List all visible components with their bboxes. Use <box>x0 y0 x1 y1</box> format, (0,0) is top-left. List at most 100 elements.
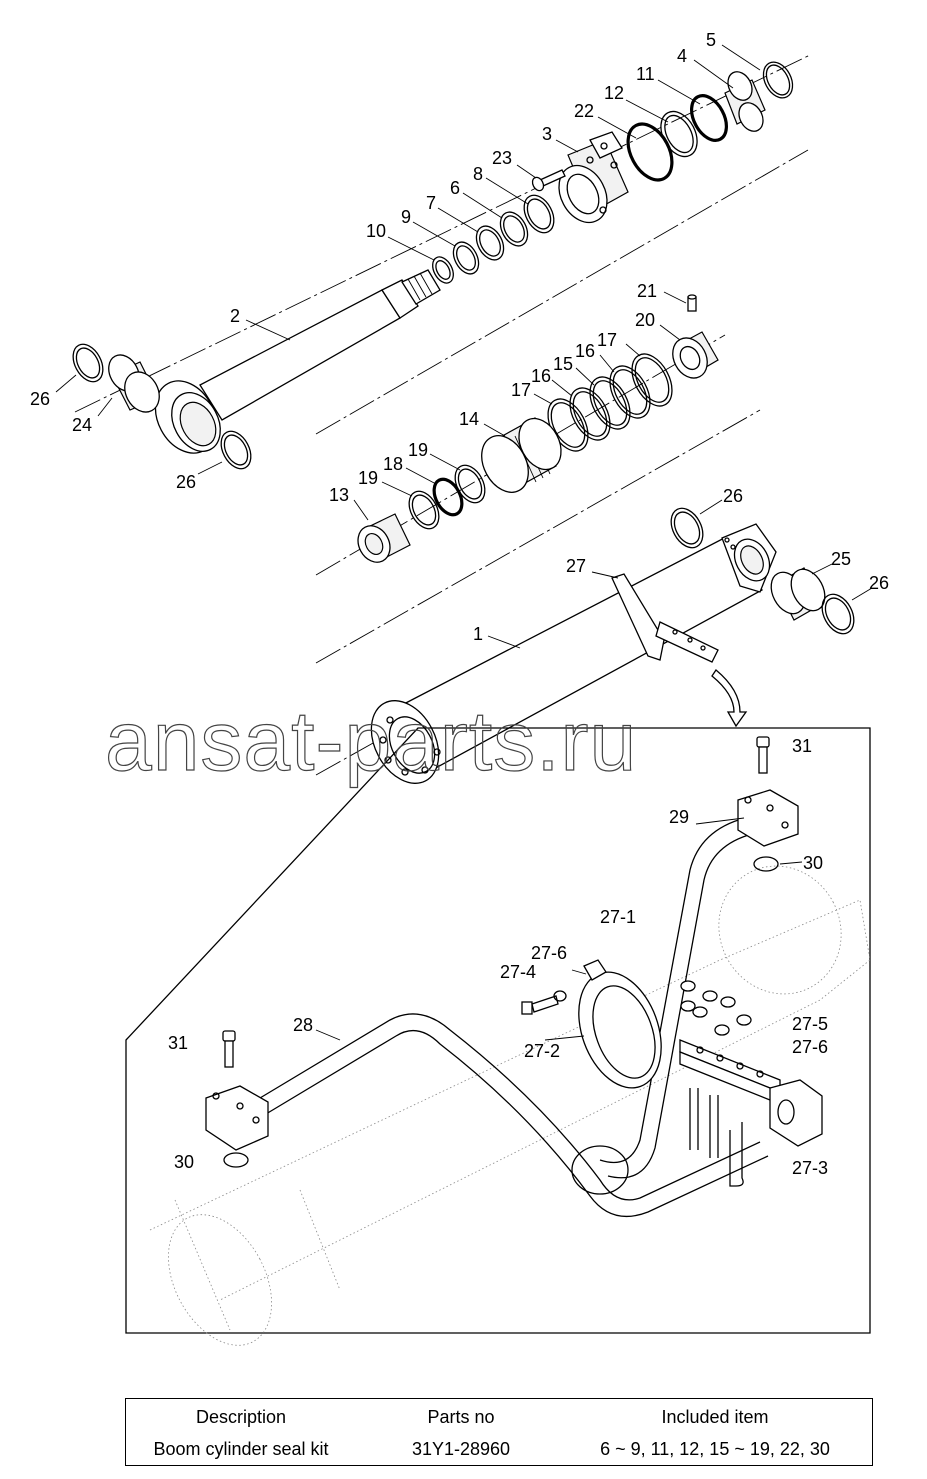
part-13-cushion-ring <box>357 513 411 563</box>
seal-kit-table: Description Parts no Included item Boom … <box>125 1398 873 1466</box>
part-30-oring-top <box>753 856 779 872</box>
part-9-ring <box>452 241 480 275</box>
callout-22: 22 <box>574 101 594 121</box>
callout-labels: 5 4 11 12 22 3 23 8 6 7 9 10 2 26 24 26 … <box>30 30 889 1178</box>
callout-20: 20 <box>635 310 655 330</box>
callout-24: 24 <box>72 415 92 435</box>
detail-frame <box>125 727 871 1334</box>
callout-30b: 30 <box>174 1152 194 1172</box>
part-27-1-bracket <box>679 1039 781 1105</box>
part-14-piston <box>481 417 562 493</box>
part-27-4-bolt <box>521 995 559 1015</box>
callout-21: 21 <box>637 281 657 301</box>
detail-arrow <box>711 669 748 728</box>
part-23-bolt <box>531 169 566 192</box>
part-27-3-ubolts <box>689 1079 823 1187</box>
part-6-ring <box>499 211 529 247</box>
callout-31b: 31 <box>168 1033 188 1053</box>
callout-27-4: 27-4 <box>500 962 536 982</box>
part-26-ring-c <box>670 507 704 549</box>
callout-4: 4 <box>677 46 687 66</box>
part-18-ring <box>432 477 464 517</box>
callout-28: 28 <box>293 1015 313 1035</box>
part-10-ring <box>432 256 454 284</box>
callout-10: 10 <box>366 221 386 241</box>
callout-26b: 26 <box>176 472 196 492</box>
callout-1: 1 <box>473 624 483 644</box>
part-4-bushing <box>724 71 766 132</box>
callout-26a: 26 <box>30 389 50 409</box>
callout-6: 6 <box>450 178 460 198</box>
part-27-clamp <box>611 573 719 663</box>
callout-8: 8 <box>473 164 483 184</box>
callout-25: 25 <box>831 549 851 569</box>
callout-11: 11 <box>636 64 655 84</box>
part-15-ring <box>589 376 631 430</box>
callout-29: 29 <box>669 807 689 827</box>
callout-14: 14 <box>459 409 479 429</box>
part-22-oring <box>626 122 674 182</box>
part-11-ring <box>690 94 728 142</box>
header-included-item: Included item <box>661 1407 769 1427</box>
part-27-6-washer-top <box>553 990 567 1002</box>
callout-18: 18 <box>383 454 403 474</box>
table-header-row: Description Parts no Included item <box>126 1401 872 1433</box>
header-description: Description <box>195 1407 287 1427</box>
callout-27-5: 27-5 <box>792 1014 828 1034</box>
callout-19b: 19 <box>358 468 378 488</box>
part-31-bolt-top <box>756 736 770 774</box>
part-26-ring-d <box>821 593 855 635</box>
watermark: ansat-parts.ru <box>105 694 637 788</box>
callout-16a: 16 <box>575 341 595 361</box>
table-row: Boom cylinder seal kit 31Y1-28960 6 ~ 9,… <box>126 1433 872 1465</box>
part-27-5-nuts <box>680 980 752 1036</box>
part-31-bolt-left <box>222 1030 236 1068</box>
callout-3: 3 <box>542 124 552 144</box>
part-16-ring-b <box>569 387 611 441</box>
part-29-pipe <box>599 789 799 1179</box>
part-19-ring-b <box>408 490 440 530</box>
callout-23: 23 <box>492 148 512 168</box>
part-28-pipe <box>205 1013 769 1218</box>
part-26-ring-b <box>220 430 252 470</box>
part-2-piston-rod <box>154 269 441 454</box>
part-5-ring <box>762 61 794 99</box>
callout-27-6a: 27-6 <box>531 943 567 963</box>
callout-27-1: 27-1 <box>600 907 636 927</box>
part-3-rod-cover <box>558 131 629 224</box>
part-25-bushing <box>770 567 826 621</box>
detail-ghost-cylinder <box>149 865 871 1346</box>
part-20-nut <box>672 331 719 379</box>
callout-27: 27 <box>566 556 586 576</box>
callout-5: 5 <box>706 30 716 50</box>
part-7-ring <box>475 225 505 261</box>
callout-31a: 31 <box>792 736 812 756</box>
callout-26c: 26 <box>723 486 743 506</box>
callout-27-2: 27-2 <box>524 1041 560 1061</box>
callout-30a: 30 <box>803 853 823 873</box>
callout-27-3: 27-3 <box>792 1158 828 1178</box>
part-17-ring-a <box>631 353 673 407</box>
callout-16b: 16 <box>531 366 551 386</box>
part-24-bushing <box>108 354 160 413</box>
callout-17b: 17 <box>511 380 531 400</box>
cell-parts-no: 31Y1-28960 <box>411 1439 511 1459</box>
part-27-2-clamp-ring <box>571 959 662 1195</box>
part-21-setscrew <box>687 294 697 312</box>
callout-19a: 19 <box>408 440 428 460</box>
part-30-oring-left <box>223 1152 249 1168</box>
callout-27-6b: 27-6 <box>792 1037 828 1057</box>
callout-7: 7 <box>426 193 436 213</box>
header-parts-no: Parts no <box>427 1407 495 1427</box>
part-26-ring-a <box>72 343 104 383</box>
callout-26d: 26 <box>869 573 889 593</box>
callout-12: 12 <box>604 83 624 103</box>
callout-2: 2 <box>230 306 240 326</box>
cell-included-item: 6 ~ 9, 11, 12, 15 ~ 19, 22, 30 <box>600 1439 830 1459</box>
callout-17a: 17 <box>597 330 617 350</box>
part-1-cylinder-tube <box>370 523 777 784</box>
part-16-ring-a <box>609 365 651 419</box>
callout-9: 9 <box>401 207 411 227</box>
callout-15: 15 <box>553 354 573 374</box>
